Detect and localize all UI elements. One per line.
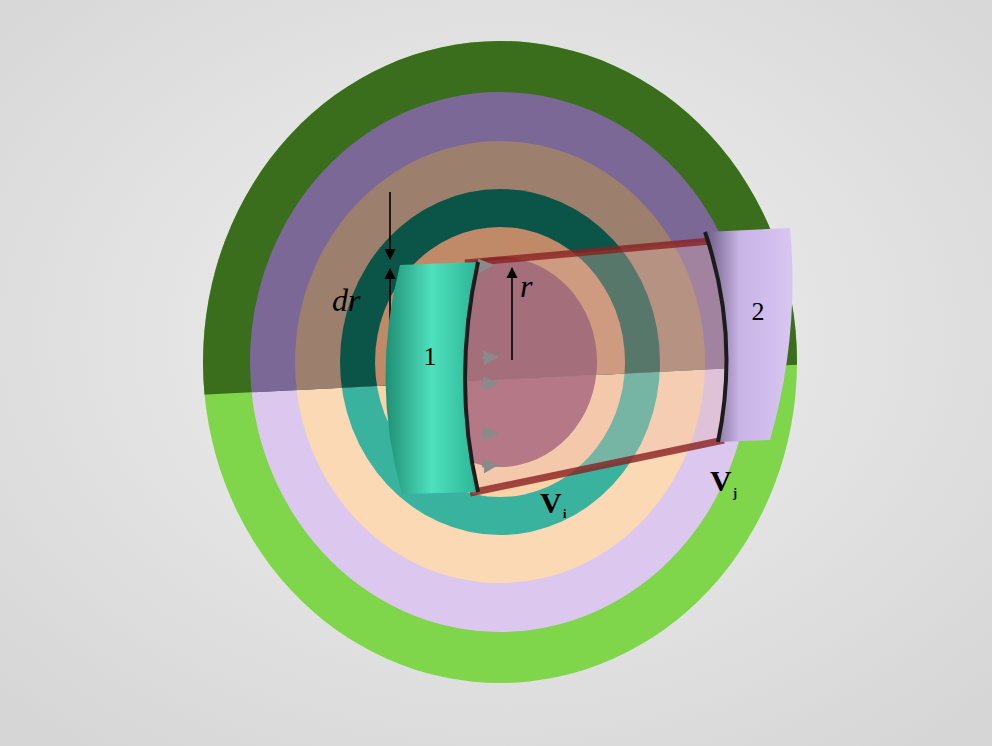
- subscript: i: [563, 508, 566, 520]
- cylinder-body: [456, 240, 734, 493]
- radius-label: r: [520, 270, 532, 302]
- ring-band: [705, 228, 793, 442]
- ring-edge: [465, 262, 478, 492]
- ring-shape: [700, 222, 806, 448]
- ring-band: [385, 262, 478, 494]
- callout-number: 2: [752, 299, 765, 325]
- volume-label: V: [540, 488, 562, 518]
- dimension-label: dr: [332, 284, 360, 316]
- bottom-rings: [203, 41, 797, 683]
- volume-label: V: [710, 466, 732, 496]
- callout-number: 1: [424, 344, 437, 370]
- flow-arrows: [478, 265, 497, 466]
- end-ring: 2: [700, 222, 806, 448]
- ring-edge: [705, 232, 726, 442]
- ring-shape: [368, 256, 484, 500]
- subscript: j: [733, 487, 737, 499]
- top-rings: [203, 41, 797, 683]
- end-ring: 1: [368, 256, 484, 500]
